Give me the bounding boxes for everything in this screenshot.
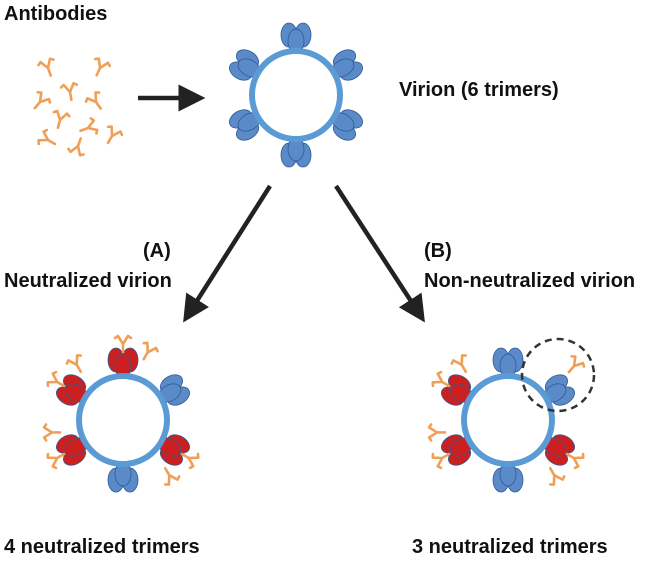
antibody-icon (76, 116, 100, 140)
antibody-icon (449, 352, 474, 378)
antibody-icon (135, 340, 160, 365)
trimer-icon (280, 136, 312, 168)
branch-b-letter: (B) (424, 240, 452, 262)
branch-b-label: Non-neutralized virion (424, 270, 636, 292)
virion-top (229, 22, 363, 168)
neutralized-trimer-icon (56, 374, 88, 406)
antibody-icon (66, 134, 90, 158)
virion-membrane (76, 373, 170, 467)
count-b-label: 3 neutralized trimers (412, 536, 608, 558)
neutralized-trimer-icon (56, 434, 88, 466)
antibody-icon (88, 56, 112, 80)
neutralized-trimer-icon (441, 374, 473, 406)
virion-membrane (461, 373, 555, 467)
arrow-branch-a (183, 184, 272, 323)
neutralized-trimer-icon (543, 434, 575, 466)
antibody-icon (36, 56, 60, 80)
virion-label: Virion (6 trimers) (399, 79, 559, 101)
trimer-icon (158, 374, 190, 406)
antibodies-label: Antibodies (4, 3, 108, 25)
virion-neutralized (42, 334, 202, 493)
antibody-icon (64, 352, 89, 378)
highlight-circle (520, 337, 596, 413)
arrow-branch-b (334, 184, 425, 323)
antibody-icon (561, 353, 587, 379)
antibody-icon (59, 81, 81, 103)
trimer-icon (492, 461, 524, 493)
neutralized-trimer-icon (107, 347, 139, 379)
antibody-icon (83, 89, 109, 115)
antibody-icon (542, 462, 567, 488)
antibody-icon (35, 127, 61, 153)
antibody-icon (99, 123, 125, 149)
trimer-icon (492, 347, 524, 379)
virion-membrane (249, 48, 343, 142)
antibodies-cluster (27, 56, 125, 158)
count-a-label: 4 neutralized trimers (4, 536, 200, 558)
antibody-icon (42, 423, 62, 442)
virion-non-neutralized (427, 347, 587, 493)
antibody-icon (48, 108, 72, 132)
trimer-icon (280, 22, 312, 54)
antibody-icon (157, 462, 182, 488)
trimer-icon (107, 461, 139, 493)
antibody-icon (427, 423, 447, 442)
antibody-icon (27, 89, 53, 115)
branch-a-label: Neutralized virion (4, 270, 172, 292)
branch-a-letter: (A) (143, 240, 171, 262)
